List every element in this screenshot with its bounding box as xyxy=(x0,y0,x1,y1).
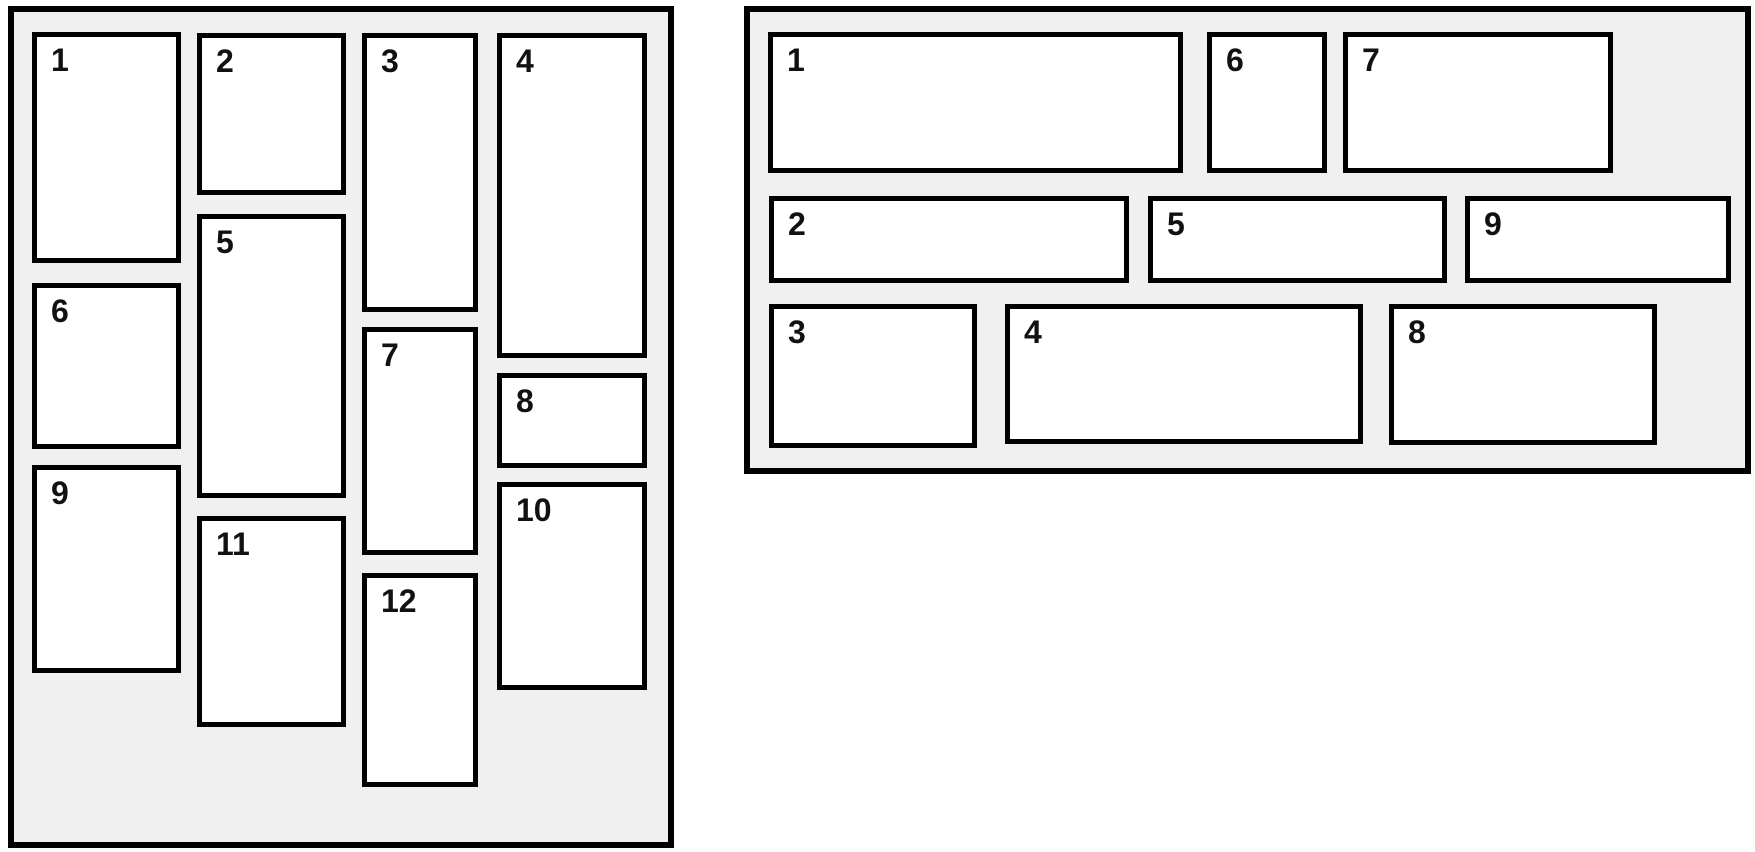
box-number-label: 9 xyxy=(1484,206,1502,242)
box-number-label: 2 xyxy=(216,43,234,79)
masonry-box-vertical-masonry-10: 10 xyxy=(497,482,647,690)
masonry-box-vertical-masonry-2: 2 xyxy=(197,33,346,195)
masonry-box-vertical-masonry-12: 12 xyxy=(362,573,478,787)
masonry-box-horizontal-masonry-5: 5 xyxy=(1148,196,1447,283)
masonry-box-vertical-masonry-7: 7 xyxy=(362,327,478,555)
box-number-label: 1 xyxy=(787,42,805,78)
masonry-box-vertical-masonry-11: 11 xyxy=(197,516,346,727)
box-number-label: 7 xyxy=(1362,42,1380,78)
masonry-box-vertical-masonry-6: 6 xyxy=(32,283,181,449)
box-number-label: 1 xyxy=(51,42,69,78)
box-number-label: 3 xyxy=(788,314,806,350)
box-number-label: 8 xyxy=(1408,314,1426,350)
masonry-box-vertical-masonry-1: 1 xyxy=(32,32,181,263)
masonry-box-horizontal-masonry-3: 3 xyxy=(769,304,977,448)
masonry-box-vertical-masonry-4: 4 xyxy=(497,33,647,358)
masonry-box-horizontal-masonry-6: 6 xyxy=(1207,32,1327,173)
masonry-box-horizontal-masonry-1: 1 xyxy=(768,32,1183,173)
box-number-label: 10 xyxy=(516,492,552,528)
masonry-box-vertical-masonry-3: 3 xyxy=(362,33,478,312)
masonry-box-vertical-masonry-5: 5 xyxy=(197,214,346,498)
box-number-label: 6 xyxy=(51,293,69,329)
box-number-label: 11 xyxy=(216,526,250,562)
masonry-box-horizontal-masonry-8: 8 xyxy=(1389,304,1657,445)
box-number-label: 12 xyxy=(381,583,417,619)
box-number-label: 5 xyxy=(1167,206,1185,242)
box-number-label: 7 xyxy=(381,337,399,373)
masonry-box-horizontal-masonry-4: 4 xyxy=(1005,304,1363,444)
horizontal-masonry-panel: 1 6 7 2 5 9 3 4 8 xyxy=(744,6,1751,474)
masonry-box-horizontal-masonry-2: 2 xyxy=(769,196,1129,283)
box-number-label: 6 xyxy=(1226,42,1244,78)
box-number-label: 2 xyxy=(788,206,806,242)
box-number-label: 4 xyxy=(1024,314,1042,350)
box-number-label: 5 xyxy=(216,224,234,260)
masonry-box-vertical-masonry-9: 9 xyxy=(32,465,181,673)
masonry-box-vertical-masonry-8: 8 xyxy=(497,373,647,468)
box-number-label: 4 xyxy=(516,43,534,79)
masonry-box-horizontal-masonry-7: 7 xyxy=(1343,32,1613,173)
box-number-label: 9 xyxy=(51,475,69,511)
masonry-box-horizontal-masonry-9: 9 xyxy=(1465,196,1731,283)
box-number-label: 8 xyxy=(516,383,534,419)
box-number-label: 3 xyxy=(381,43,399,79)
